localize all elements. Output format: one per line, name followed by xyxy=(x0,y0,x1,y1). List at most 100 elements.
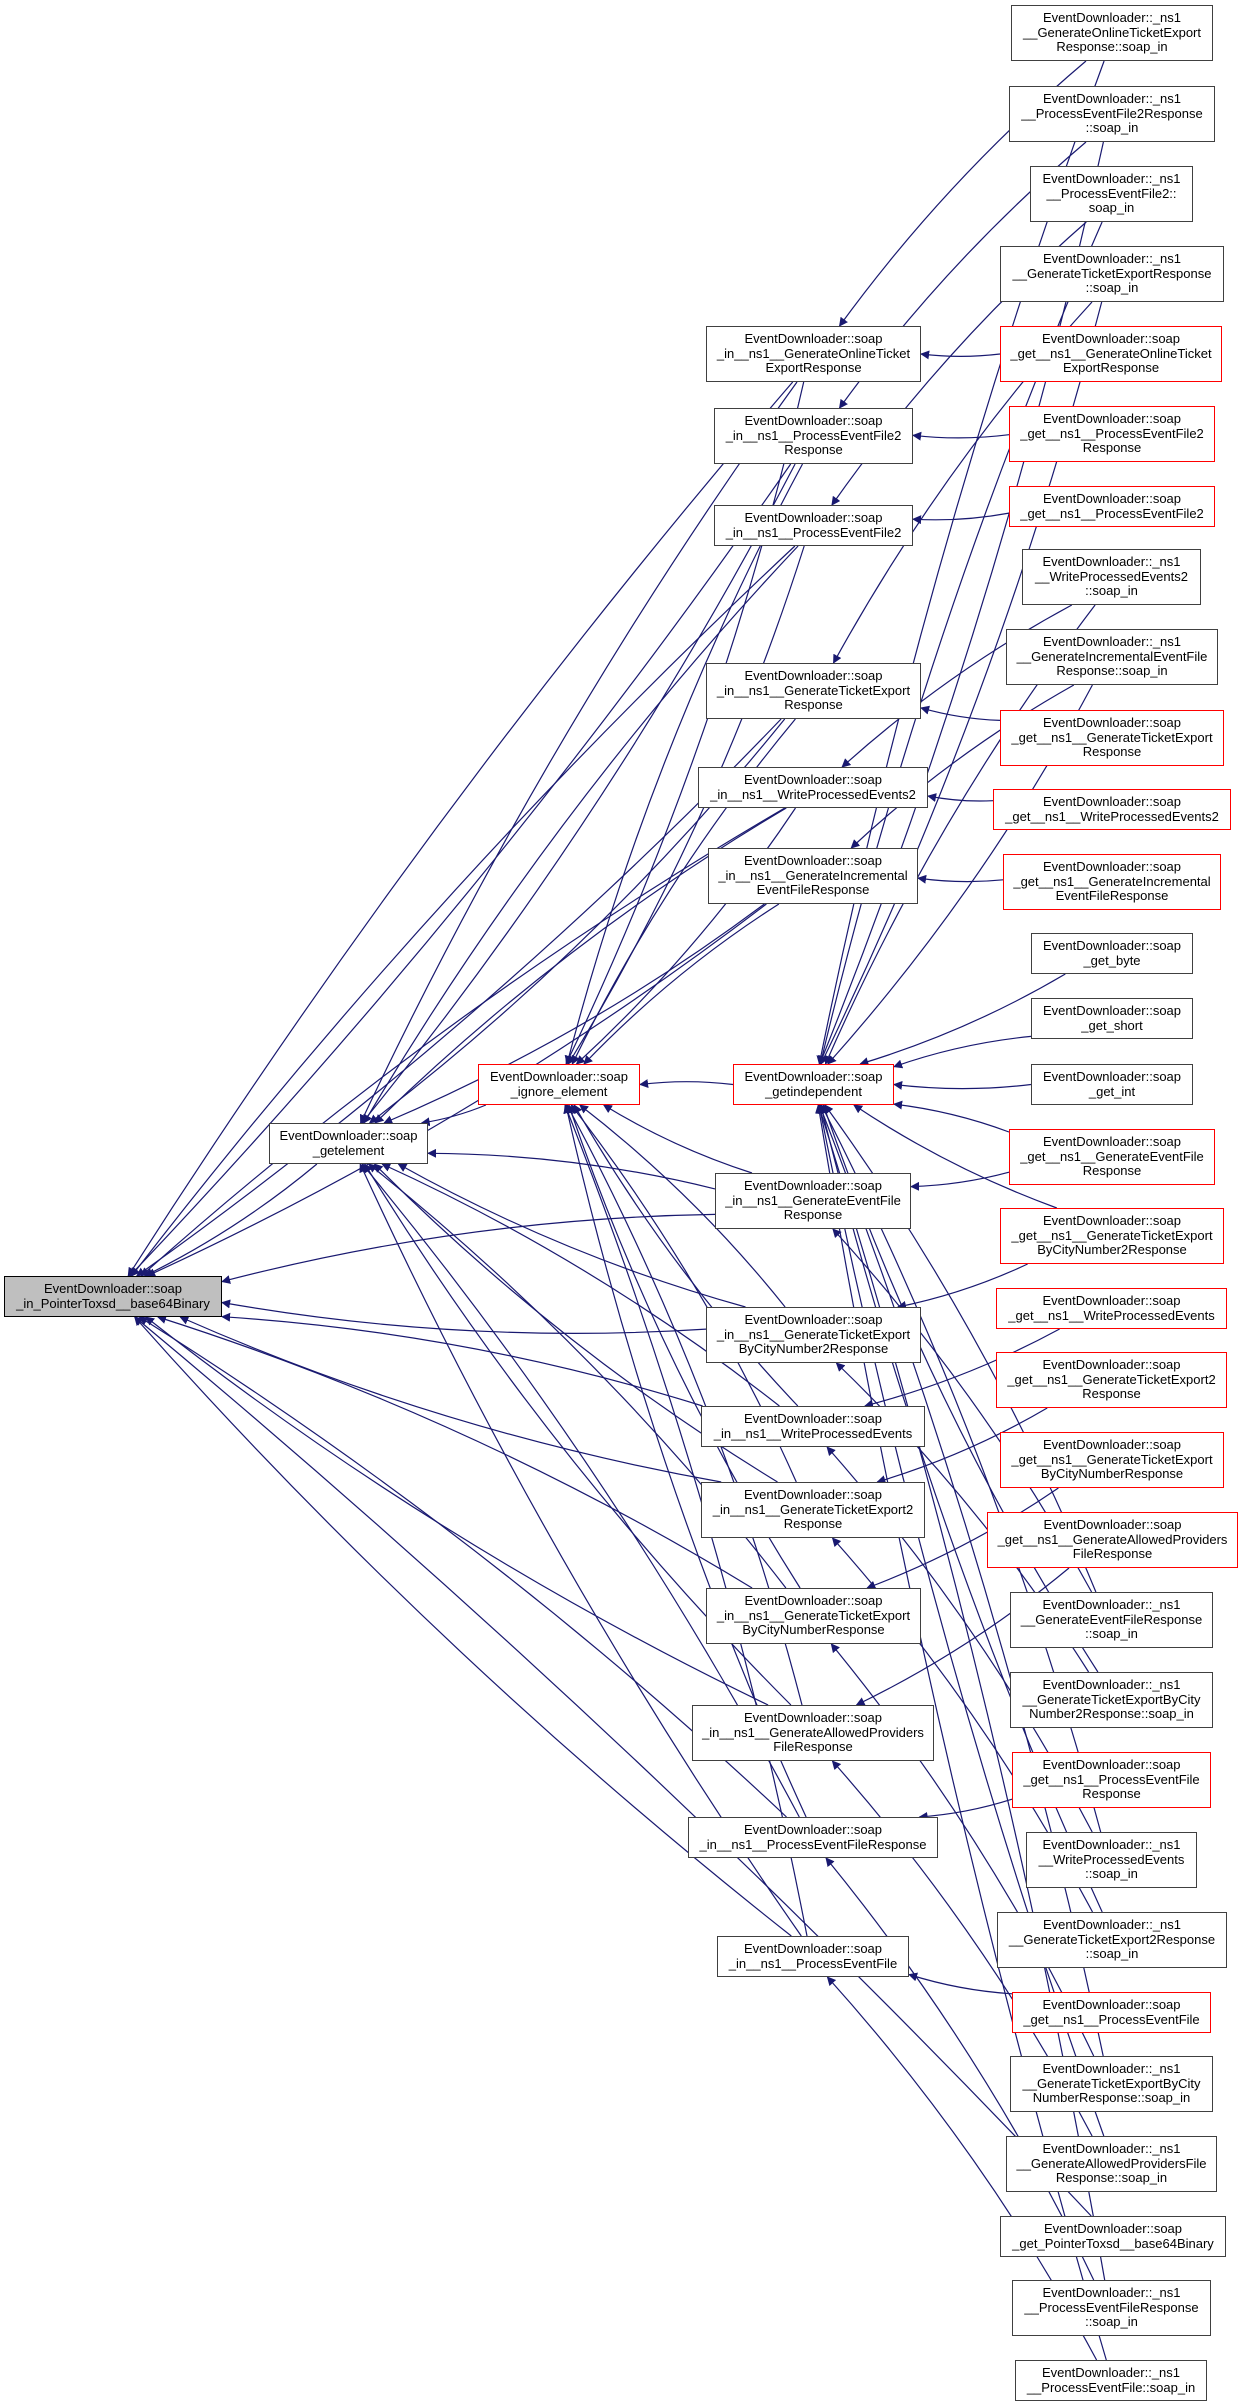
node-label-line: EventDownloader::soap xyxy=(743,1941,883,1956)
node-get-gte2r[interactable]: EventDownloader::soap_get__ns1__Generate… xyxy=(996,1352,1227,1408)
node-label-line: _get__ns1__ProcessEventFile xyxy=(1023,2011,1200,2027)
node-label-line: __GenerateIncrementalEventFile xyxy=(1016,648,1208,664)
node-label-line: __WriteProcessedEvents2 xyxy=(1035,568,1188,584)
node-label-line: _getelement xyxy=(312,1142,385,1158)
node-label-line: ::soap_in xyxy=(1085,2314,1138,2330)
node-label-line: EventDownloader::soap xyxy=(1042,491,1182,506)
node-get-ptr[interactable]: EventDownloader::soap_get_PointerToxsd__… xyxy=(1000,2216,1226,2257)
node-get-gapfr[interactable]: EventDownloader::soap_get__ns1__Generate… xyxy=(987,1512,1238,1568)
node-si-pef2r[interactable]: EventDownloader::_ns1__ProcessEventFile2… xyxy=(1009,86,1215,142)
edge-in-gapfr-to-root xyxy=(145,1316,769,1706)
node-in-gte2r[interactable]: EventDownloader::soap_in__ns1__GenerateT… xyxy=(701,1482,925,1538)
edge-in-gter-to-root xyxy=(135,718,782,1277)
node-si-gter[interactable]: EventDownloader::_ns1__GenerateTicketExp… xyxy=(1000,246,1224,302)
node-label-line: _get__ns1__GenerateAllowedProviders xyxy=(997,1531,1228,1547)
node-in-gefr[interactable]: EventDownloader::soap_in__ns1__GenerateE… xyxy=(715,1173,911,1229)
node-get-goter[interactable]: EventDownloader::soap_get__ns1__Generate… xyxy=(1000,326,1222,382)
node-in-pefr[interactable]: EventDownloader::soap_in__ns1__ProcessEv… xyxy=(688,1817,938,1858)
node-in-gter[interactable]: EventDownloader::soap_in__ns1__GenerateT… xyxy=(706,663,921,719)
node-label-line: EventDownloader::_ns1 xyxy=(1042,554,1181,570)
edge-in-wpe2-to-getelement xyxy=(374,807,787,1124)
node-in-pef2[interactable]: EventDownloader::soap_in__ns1__ProcessEv… xyxy=(714,505,913,546)
node-get-pef2r[interactable]: EventDownloader::soap_get__ns1__ProcessE… xyxy=(1009,406,1215,462)
node-label-line: EventDownloader::soap xyxy=(1043,2221,1183,2236)
node-in-gtebcn2r[interactable]: EventDownloader::soap_in__ns1__GenerateT… xyxy=(706,1307,921,1363)
node-label-line: _in__ns1__GenerateTicketExport xyxy=(716,1607,911,1623)
node-in-pef2r[interactable]: EventDownloader::soap_in__ns1__ProcessEv… xyxy=(714,408,913,464)
node-si-pef2[interactable]: EventDownloader::_ns1__ProcessEventFile2… xyxy=(1030,166,1193,222)
node-label-line: EventDownloader::soap xyxy=(743,853,883,869)
node-label-line: __GenerateOnlineTicketExport xyxy=(1022,24,1201,40)
node-label-line: _in__ns1__GenerateOnlineTicket xyxy=(716,345,911,361)
edge-in-giefr-to-root xyxy=(146,903,767,1277)
node-in-wpe2[interactable]: EventDownloader::soap_in__ns1__WriteProc… xyxy=(698,767,928,808)
node-in-pef[interactable]: EventDownloader::soap_in__ns1__ProcessEv… xyxy=(717,1936,909,1977)
node-label-line: EventDownloader::soap xyxy=(1042,938,1182,953)
node-label-line: __GenerateAllowedProvidersFile xyxy=(1016,2155,1207,2171)
node-label-line: __GenerateEventFileResponse xyxy=(1020,1611,1203,1627)
node-get-gtebcnr[interactable]: EventDownloader::soap_get__ns1__Generate… xyxy=(1000,1432,1224,1488)
node-in-giefr[interactable]: EventDownloader::soap_in__ns1__GenerateI… xyxy=(708,848,918,904)
node-in-gtebcnr[interactable]: EventDownloader::soap_in__ns1__GenerateT… xyxy=(706,1588,921,1644)
edge-in-pef2r-to-ignore xyxy=(564,463,804,1065)
node-in-wpe[interactable]: EventDownloader::soap_in__ns1__WriteProc… xyxy=(701,1406,925,1447)
node-label-line: EventDownloader::soap xyxy=(1042,1437,1182,1453)
node-getindep[interactable]: EventDownloader::soap_getindependent xyxy=(733,1064,894,1105)
node-si-pefr[interactable]: EventDownloader::_ns1__ProcessEventFileR… xyxy=(1012,2280,1211,2336)
node-si-gtebcn2r[interactable]: EventDownloader::_ns1__GenerateTicketExp… xyxy=(1010,1672,1213,1728)
edge-in-pef2-to-root xyxy=(131,545,796,1277)
edge-get-goter-to-in-goter xyxy=(920,350,1001,360)
node-get-wpe2[interactable]: EventDownloader::soap_get__ns1__WritePro… xyxy=(993,789,1231,830)
node-label-line: _in__ns1__GenerateEventFile xyxy=(725,1192,901,1208)
node-label-line: FileResponse xyxy=(773,1739,853,1755)
edge-in-wpe-to-getelement xyxy=(381,1163,780,1407)
node-label-line: __ProcessEventFile2:: xyxy=(1046,185,1177,201)
node-label-line: _ignore_element xyxy=(510,1083,608,1099)
node-si-goter[interactable]: EventDownloader::_ns1__GenerateOnlineTic… xyxy=(1011,5,1213,61)
node-si-wpe[interactable]: EventDownloader::_ns1__WriteProcessedEve… xyxy=(1026,1832,1197,1888)
node-label-line: ::soap_in xyxy=(1085,1626,1138,1642)
node-get-byte[interactable]: EventDownloader::soap_get_byte xyxy=(1031,933,1193,974)
node-label-line: Response xyxy=(784,697,843,713)
node-label-line: _in__ns1__ProcessEventFileResponse xyxy=(699,1836,927,1852)
node-in-gapfr[interactable]: EventDownloader::soap_in__ns1__GenerateA… xyxy=(692,1705,934,1761)
node-get-gter[interactable]: EventDownloader::soap_get__ns1__Generate… xyxy=(1000,710,1224,766)
node-get-gefr[interactable]: EventDownloader::soap_get__ns1__Generate… xyxy=(1009,1129,1215,1185)
node-in-goter[interactable]: EventDownloader::soap_in__ns1__GenerateO… xyxy=(706,326,921,382)
node-ignore[interactable]: EventDownloader::soap_ignore_element xyxy=(478,1064,640,1105)
node-label-line: FileResponse xyxy=(1072,1546,1153,1562)
node-label-line: _get_int xyxy=(1088,1083,1136,1099)
node-label-line: _get_byte xyxy=(1083,952,1141,968)
node-label-line: Response xyxy=(783,1207,843,1223)
node-label-line: ::soap_in xyxy=(1085,583,1138,599)
node-si-gefr[interactable]: EventDownloader::_ns1__GenerateEventFile… xyxy=(1010,1592,1213,1648)
node-label-line: EventDownloader::_ns1 xyxy=(1042,1597,1181,1613)
node-label-line: _get__ns1__GenerateEventFile xyxy=(1020,1148,1204,1164)
node-label-line: EventDownloader::soap xyxy=(1042,1357,1181,1373)
node-get-wpe[interactable]: EventDownloader::soap_get__ns1__WritePro… xyxy=(996,1288,1227,1329)
node-label-line: EventDownloader::soap xyxy=(1042,859,1182,875)
node-label-line: __GenerateTicketExportResponse xyxy=(1012,265,1212,281)
node-si-gtebcnr[interactable]: EventDownloader::_ns1__GenerateTicketExp… xyxy=(1010,2056,1213,2112)
node-get-pefr[interactable]: EventDownloader::soap_get__ns1__ProcessE… xyxy=(1012,1752,1211,1808)
node-label-line: EventDownloader::soap xyxy=(1042,1069,1182,1084)
node-get-pef2[interactable]: EventDownloader::soap_get__ns1__ProcessE… xyxy=(1009,486,1215,527)
node-si-gte2r[interactable]: EventDownloader::_ns1__GenerateTicketExp… xyxy=(997,1912,1227,1968)
node-si-pef[interactable]: EventDownloader::_ns1__ProcessEventFile:… xyxy=(1015,2360,1207,2401)
node-label-line: EventDownloader::_ns1 xyxy=(1042,251,1182,267)
node-label-line: Response xyxy=(1082,440,1142,456)
node-label-line: EventDownloader::_ns1 xyxy=(1042,1917,1182,1933)
node-si-gapfr[interactable]: EventDownloader::_ns1__GenerateAllowedPr… xyxy=(1006,2136,1217,2192)
node-label-line: EventFileResponse xyxy=(1055,888,1169,904)
node-si-wpe2[interactable]: EventDownloader::_ns1__WriteProcessedEve… xyxy=(1022,549,1201,605)
node-get-short[interactable]: EventDownloader::soap_get_short xyxy=(1031,998,1193,1039)
node-get-giefr[interactable]: EventDownloader::soap_get__ns1__Generate… xyxy=(1003,854,1221,910)
edge-in-gtebcn2r-to-ignore xyxy=(579,1104,786,1308)
node-get-gtebcn2r[interactable]: EventDownloader::soap_get__ns1__Generate… xyxy=(1000,1208,1224,1264)
node-get-pef[interactable]: EventDownloader::soap_get__ns1__ProcessE… xyxy=(1012,1992,1211,2033)
node-label-line: _in__ns1__ProcessEventFile2 xyxy=(725,524,902,540)
node-get-int[interactable]: EventDownloader::soap_get_int xyxy=(1031,1064,1193,1105)
node-getelement[interactable]: EventDownloader::soap_getelement xyxy=(269,1123,428,1164)
node-si-giefr[interactable]: EventDownloader::_ns1__GenerateIncrement… xyxy=(1006,629,1218,685)
edge-get-ptr-to-root xyxy=(134,1316,1092,2217)
